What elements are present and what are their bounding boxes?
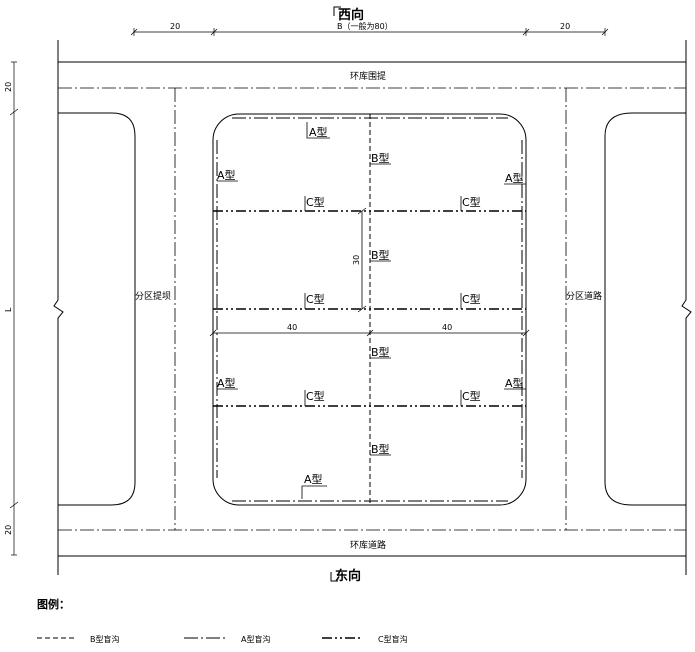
label-c-1r: C型 <box>462 195 481 209</box>
label-c-3r: C型 <box>462 389 481 403</box>
legend-title: 图例： <box>37 597 70 611</box>
legend-c-label: C型盲沟 <box>378 634 408 644</box>
ditch-labels: A型 A型 A型 A型 A型 A型 B型 B型 B型 B型 C型 C型 C型 C… <box>217 122 526 499</box>
label-a-left-upper: A型 <box>217 168 236 182</box>
label-a-bottom: A型 <box>304 472 323 486</box>
label-c-2r: C型 <box>462 292 481 306</box>
legend-a-label: A型盲沟 <box>241 634 270 644</box>
north-label: 西向 <box>338 7 364 23</box>
orientation-north: 西向 <box>333 6 364 23</box>
dim-left-middle: L <box>4 307 13 312</box>
legend-b-label: B型盲沟 <box>90 634 120 644</box>
label-a-right-upper: A型 <box>505 171 524 185</box>
label-a-right-lower: A型 <box>505 376 524 390</box>
label-b-2: B型 <box>371 248 390 262</box>
bottom-road: 环库道路 <box>58 529 686 557</box>
right-road-label: 分区道路 <box>566 290 602 302</box>
label-b-1: B型 <box>371 151 390 165</box>
dim-inner-left: 40 <box>287 323 297 332</box>
dim-top-middle: B（一般为80） <box>337 21 393 31</box>
dim-inner-vertical: 30 <box>352 255 361 265</box>
label-c-2l: C型 <box>306 292 325 306</box>
top-dimension: 20 B（一般为80） 20 <box>130 21 609 36</box>
dim-left-bottom: 20 <box>4 525 13 535</box>
orientation-south: 东向 <box>330 568 361 584</box>
left-dyke-label: 分区提坝 <box>135 291 171 302</box>
inner-vertical-dimension: 30 <box>352 207 367 313</box>
label-a-left-lower: A型 <box>217 376 236 390</box>
left-dimension: 20 20 L <box>4 61 19 556</box>
dim-inner-right: 40 <box>442 323 452 332</box>
inner-horizontal-dimension: 40 40 <box>209 323 530 337</box>
label-c-1l: C型 <box>306 195 325 209</box>
bottom-road-label: 环库道路 <box>350 539 386 551</box>
dim-top-left: 20 <box>170 22 180 31</box>
outer-boundary <box>53 40 692 575</box>
label-b-4: B型 <box>371 442 390 456</box>
south-label: 东向 <box>335 568 361 584</box>
label-b-3: B型 <box>371 345 390 359</box>
legend: 图例： B型盲沟 A型盲沟 C型盲沟 <box>37 597 408 644</box>
label-a-top: A型 <box>309 125 328 139</box>
dim-left-top: 20 <box>4 82 13 92</box>
top-road: 环库围提 <box>58 61 686 89</box>
label-c-3l: C型 <box>306 389 325 403</box>
right-neighbour-cell <box>604 112 686 506</box>
dim-top-right: 20 <box>560 22 570 31</box>
left-neighbour-cell <box>58 112 136 506</box>
top-road-label: 环库围提 <box>350 70 386 82</box>
